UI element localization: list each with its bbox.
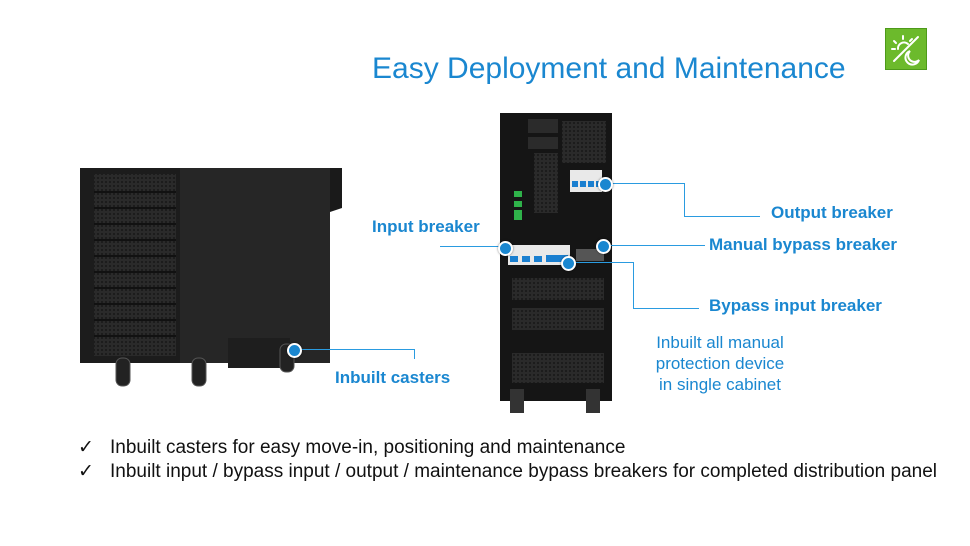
bypass-input-breaker-label: Bypass input breaker	[709, 296, 882, 315]
checkmark-icon: ✓	[78, 437, 94, 458]
output-breaker-label: Output breaker	[771, 203, 893, 222]
bullet-text: Inbuilt input / bypass input / output / …	[110, 461, 937, 482]
bullet-list: ✓ Inbuilt casters for easy move-in, posi…	[78, 436, 938, 484]
bypass-input-marker	[561, 256, 576, 271]
logo	[885, 28, 927, 70]
bypass-input-leader-b	[633, 262, 634, 308]
slide-title: Easy Deployment and Maintenance	[372, 52, 846, 85]
casters-leader-a	[296, 349, 414, 350]
input-breaker-label: Input breaker	[372, 217, 480, 236]
note-line-3: in single cabinet	[659, 375, 781, 394]
casters-marker	[287, 343, 302, 358]
output-breaker-leader-a	[608, 183, 684, 184]
manual-bypass-leader	[605, 245, 705, 246]
casters-leader-b	[414, 349, 415, 359]
ups-side-view-image	[80, 168, 342, 387]
protection-note: Inbuilt all manual protection device in …	[640, 332, 800, 395]
day-night-icon	[891, 35, 920, 66]
input-breaker-marker	[498, 241, 513, 256]
checkmark-icon: ✓	[78, 461, 94, 482]
bullet-item: ✓ Inbuilt casters for easy move-in, posi…	[78, 436, 938, 460]
bullet-text: Inbuilt casters for easy move-in, positi…	[110, 437, 626, 458]
ups-rear-view-image	[500, 113, 612, 413]
bypass-input-leader-c	[633, 308, 699, 309]
manual-bypass-breaker-label: Manual bypass breaker	[709, 235, 898, 254]
bullet-item: ✓ Inbuilt input / bypass input / output …	[78, 460, 938, 484]
inbuilt-casters-label: Inbuilt casters	[335, 368, 451, 387]
output-breaker-marker	[598, 177, 613, 192]
output-breaker-leader-b	[684, 183, 685, 216]
output-breaker-leader-c	[684, 216, 760, 217]
manual-bypass-marker	[596, 239, 611, 254]
bypass-input-leader-a	[570, 262, 634, 263]
note-line-2: protection device	[655, 354, 785, 373]
note-line-1: Inbuilt all manual	[656, 333, 784, 352]
input-breaker-leader	[440, 246, 506, 247]
